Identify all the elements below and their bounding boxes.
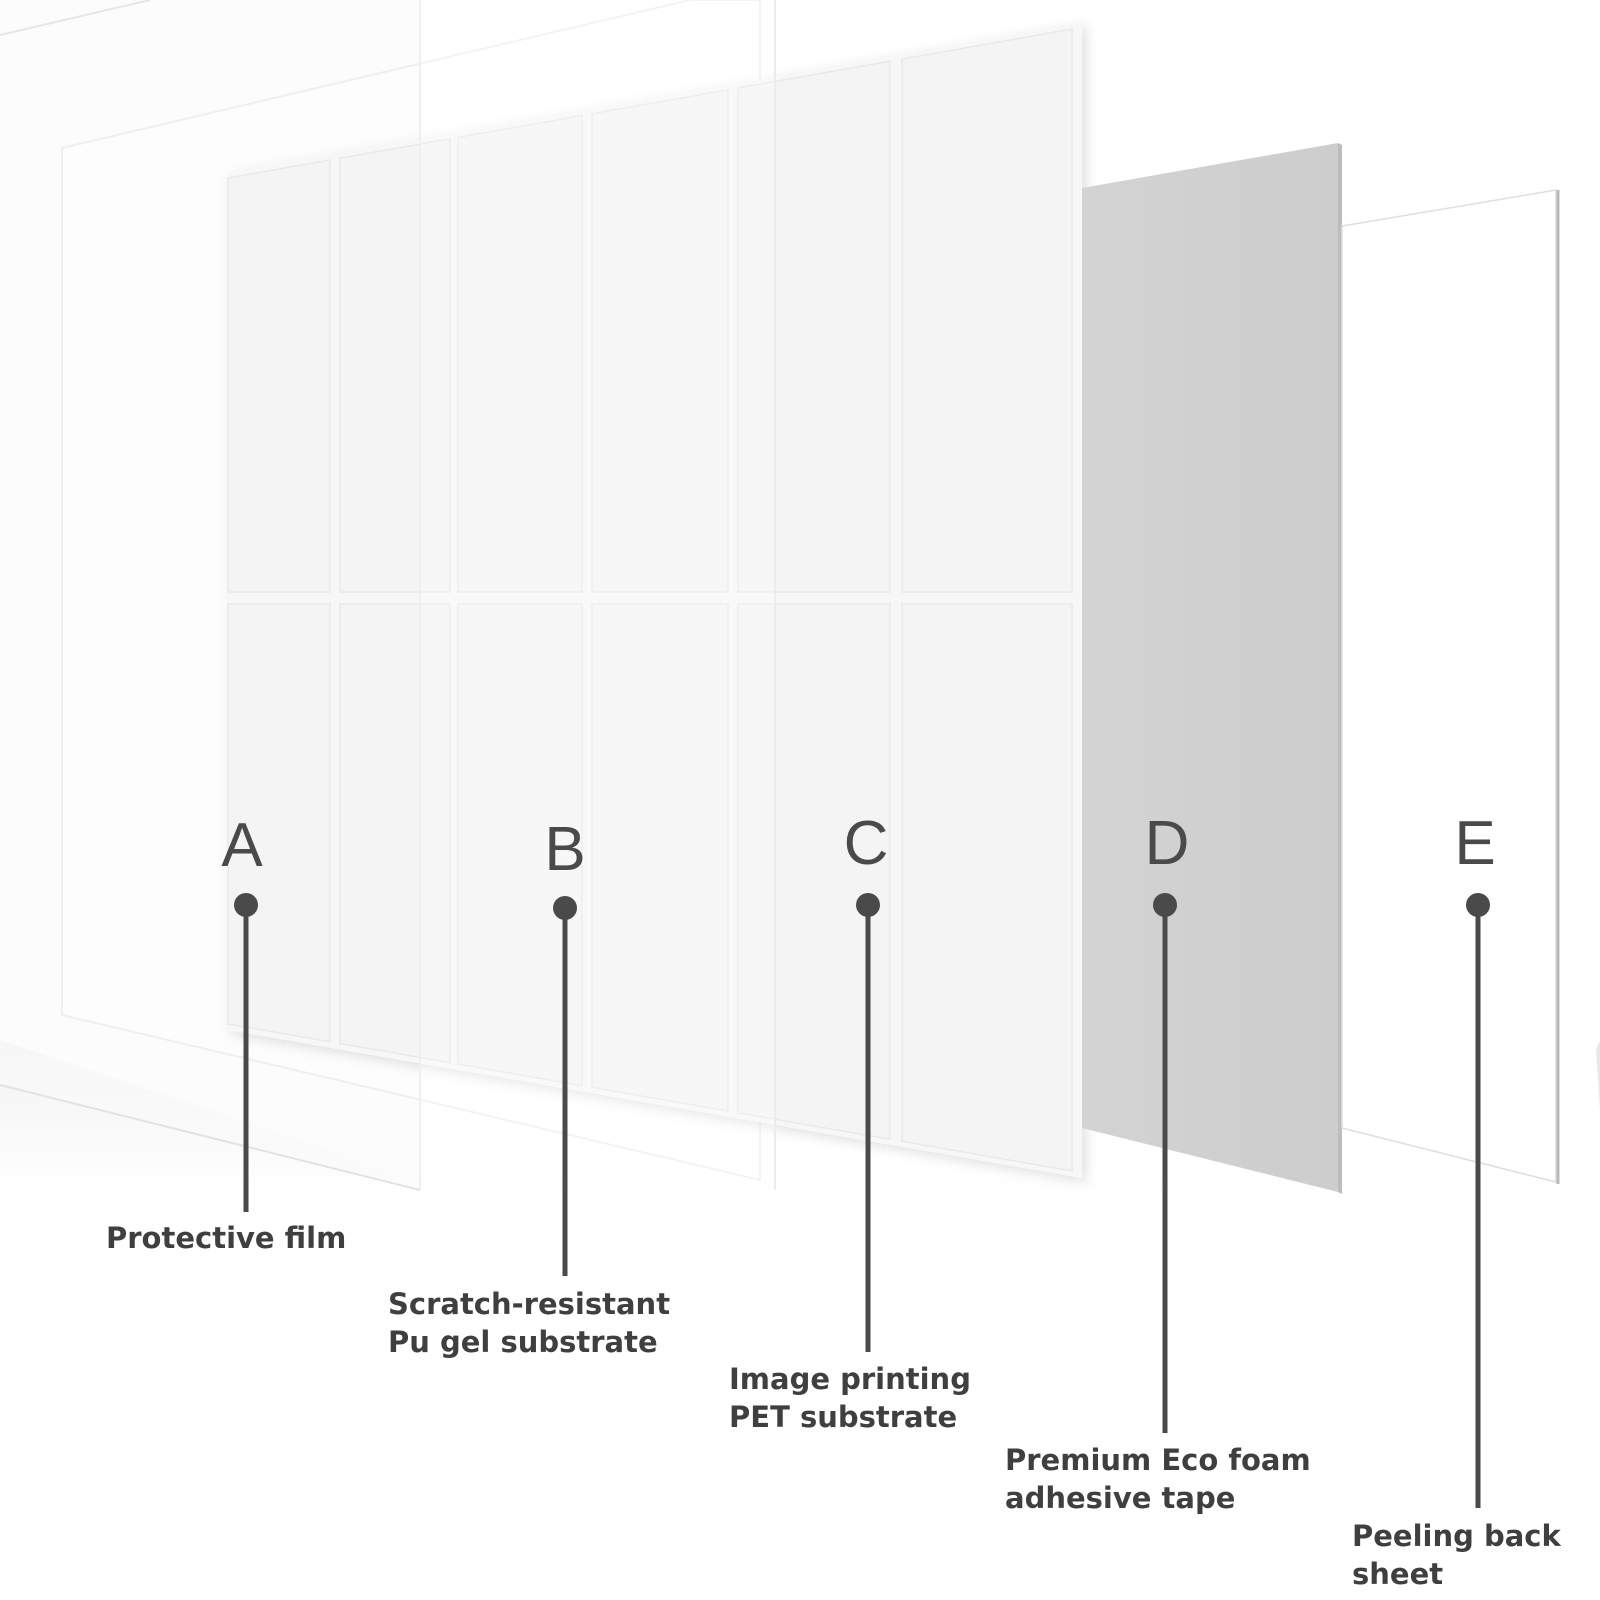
tile-panel	[227, 603, 331, 1043]
layer-letter: D	[1145, 809, 1190, 878]
backing-sheet	[1341, 189, 1600, 1184]
callout-b: B Scratch-resistant Pu gel substrate	[388, 815, 670, 1359]
tile-panel	[457, 603, 583, 1087]
tile-panel	[339, 603, 451, 1064]
foam-tape-sheet	[1082, 143, 1342, 1194]
layer-letter: C	[844, 809, 889, 878]
layer-letter: B	[544, 815, 585, 884]
layer-caption: PET substrate	[729, 1400, 957, 1434]
layer-caption: Peeling back	[1352, 1519, 1561, 1553]
leader-dot	[234, 893, 258, 917]
layer-caption: Premium Eco foam	[1005, 1443, 1311, 1477]
layer-caption: Scratch-resistant	[388, 1287, 670, 1321]
callouts: A Protective film B Scratch-resistant Pu gel…	[106, 809, 1561, 1591]
layer-letter: E	[1454, 809, 1495, 878]
layer-letter: A	[221, 811, 263, 880]
tile-panel	[591, 88, 729, 593]
layer-caption: adhesive tape	[1005, 1481, 1235, 1515]
tile-panel	[901, 28, 1073, 593]
tile-grid	[227, 28, 1073, 1172]
leader-dot	[1153, 893, 1177, 917]
floor-shadow	[0, 1040, 1600, 1195]
tile-panel	[457, 114, 583, 593]
layer-caption: Protective film	[106, 1221, 346, 1255]
leader-dot	[1466, 893, 1490, 917]
tile-panel	[591, 603, 729, 1112]
callout-e: E Peeling back sheet	[1352, 809, 1561, 1591]
tile-panel	[227, 159, 331, 593]
leader-dot	[856, 893, 880, 917]
layer-caption: Image printing	[729, 1362, 971, 1396]
layer-caption: Pu gel substrate	[388, 1325, 658, 1359]
layer-caption: sheet	[1352, 1557, 1443, 1591]
callout-a: A Protective film	[106, 811, 346, 1255]
leader-dot	[553, 896, 577, 920]
film-overlay	[420, 0, 775, 1190]
tile-panel	[901, 603, 1073, 1172]
callout-d: D Premium Eco foam adhesive tape	[1005, 809, 1311, 1515]
tile-panel	[339, 137, 451, 593]
